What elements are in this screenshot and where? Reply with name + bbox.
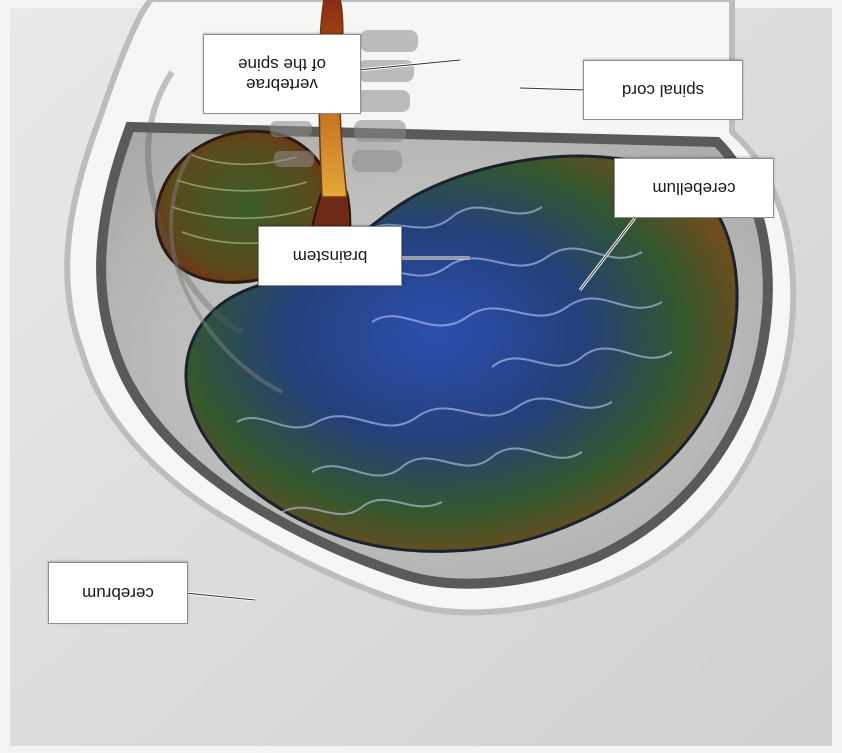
label-cerebrum: cerebrum bbox=[48, 562, 188, 624]
label-spinal-cord: spinal cord bbox=[583, 60, 743, 120]
label-vertebrae: vertebrae of the spine bbox=[203, 34, 361, 114]
label-cerebellum: cerebellum bbox=[614, 158, 774, 218]
label-brainstem: brainstem bbox=[258, 226, 402, 286]
